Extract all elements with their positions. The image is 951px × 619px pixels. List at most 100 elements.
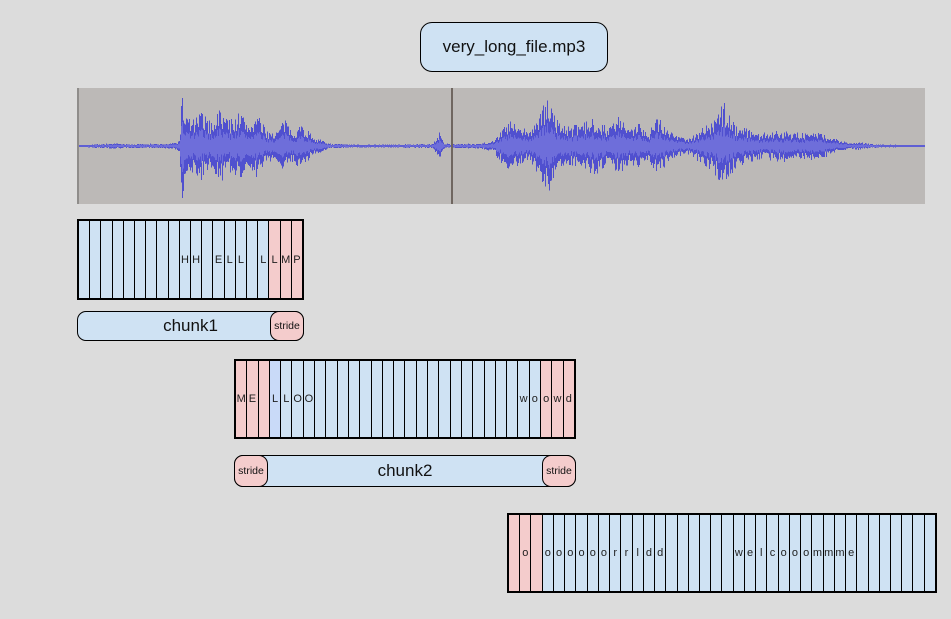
chunk-token-cell bbox=[495, 361, 508, 437]
chunk-token-cell: o bbox=[576, 515, 588, 591]
chunk-token-cell: o bbox=[529, 361, 542, 437]
chunk2-stride-left-label: stride bbox=[238, 465, 264, 477]
chunk-token-cell bbox=[101, 221, 113, 298]
chunk-token-cell bbox=[688, 515, 700, 591]
chunk2-stride-right-label: stride bbox=[546, 465, 572, 477]
clip-divider-line bbox=[451, 88, 453, 204]
stride-token-cell: P bbox=[291, 221, 303, 298]
chunk-token-cell bbox=[202, 221, 214, 298]
chunk-token-cell: o bbox=[801, 515, 813, 591]
chunk-token-cell: H bbox=[179, 221, 192, 298]
chunk-token-cell: E bbox=[213, 221, 225, 298]
chunk1-bar: chunk1 stride bbox=[77, 311, 304, 341]
chunk-token-cell: L bbox=[281, 361, 293, 437]
chunk-token-cell bbox=[371, 361, 383, 437]
chunk-token-cell: O bbox=[303, 361, 316, 437]
file-title-box: very_long_file.mp3 bbox=[420, 22, 608, 72]
waveform-plot bbox=[79, 98, 925, 198]
chunk-token-cell bbox=[382, 361, 395, 437]
chunk-token-cell bbox=[484, 361, 496, 437]
chunk-token-cell bbox=[146, 221, 158, 298]
audio-waveform bbox=[77, 88, 925, 204]
stride-token-cell bbox=[509, 515, 521, 591]
chunk2-bar: chunk2 stride stride bbox=[234, 455, 576, 487]
chunk-token-cell: e bbox=[846, 515, 858, 591]
chunk-token-cell bbox=[913, 515, 925, 591]
chunk1-bar-body: chunk1 bbox=[77, 311, 304, 341]
chunk-token-cell: o bbox=[587, 515, 599, 591]
chunk-token-cell: L bbox=[269, 361, 282, 437]
chunk-token-cell: w bbox=[518, 361, 530, 437]
chunk-token-cell: H bbox=[191, 221, 203, 298]
chunk-token-cell bbox=[416, 361, 429, 437]
chunk-token-cell bbox=[405, 361, 417, 437]
chunk-token-cell bbox=[924, 515, 935, 591]
chunk-token-cell bbox=[247, 221, 259, 298]
chunk-token-cell: o bbox=[553, 515, 566, 591]
chunk-token-cell: m bbox=[823, 515, 835, 591]
waveform-inner-path bbox=[79, 122, 925, 172]
chunk-token-cell: c bbox=[767, 515, 779, 591]
chunk-token-cell: r bbox=[610, 515, 622, 591]
chunk-token-cell bbox=[879, 515, 891, 591]
chunk-token-cell: o bbox=[542, 515, 554, 591]
chunk-token-cell: o bbox=[598, 515, 611, 591]
chunk-token-cell: e bbox=[744, 515, 757, 591]
chunk-token-cell: o bbox=[778, 515, 790, 591]
chunk-token-cell bbox=[677, 515, 689, 591]
chunk-token-cell: L bbox=[235, 221, 248, 298]
chunk-token-cell bbox=[315, 361, 327, 437]
chunk-token-cell bbox=[439, 361, 451, 437]
chunk-token-cell bbox=[722, 515, 734, 591]
chunk2-stride-right: stride bbox=[542, 455, 576, 487]
chunk-token-cell bbox=[90, 221, 102, 298]
stride-token-cell: E bbox=[247, 361, 259, 437]
chunk-token-cell bbox=[168, 221, 180, 298]
chunk-token-cell bbox=[123, 221, 136, 298]
chunk1-label: chunk1 bbox=[163, 316, 218, 335]
chunk-token-cell bbox=[890, 515, 903, 591]
chunk-token-cell bbox=[135, 221, 147, 298]
chunk-token-cell bbox=[868, 515, 880, 591]
chunk-token-cell bbox=[507, 361, 519, 437]
chunk-token-cell: l bbox=[632, 515, 644, 591]
chunk2-label: chunk2 bbox=[377, 461, 433, 480]
chunk-token-cell bbox=[902, 515, 914, 591]
chunk-token-cell bbox=[79, 221, 91, 298]
chunk-token-cell: l bbox=[756, 515, 768, 591]
stride-token-cell: L bbox=[269, 221, 281, 298]
chunk-token-cell: O bbox=[292, 361, 304, 437]
chunk-token-cell: L bbox=[224, 221, 236, 298]
chunk-token-cell: r bbox=[621, 515, 633, 591]
stride-token-cell: w bbox=[552, 361, 564, 437]
chunk-token-cell bbox=[461, 361, 474, 437]
chunk-token-cell: L bbox=[258, 221, 270, 298]
chunk-token-cell: d bbox=[655, 515, 667, 591]
stride-token-cell: o bbox=[541, 361, 553, 437]
chunk-token-cell bbox=[326, 361, 338, 437]
file-title-label: very_long_file.mp3 bbox=[442, 37, 586, 56]
stride-token-cell: M bbox=[280, 221, 292, 298]
chunk-token-cell bbox=[450, 361, 462, 437]
chunk-token-cell: m bbox=[834, 515, 847, 591]
chunk-token-cell bbox=[337, 361, 349, 437]
chunk-token-cell bbox=[360, 361, 372, 437]
stride-token-cell bbox=[531, 515, 543, 591]
stride-token-cell: M bbox=[236, 361, 248, 437]
stride-token-cell: d bbox=[563, 361, 574, 437]
chunk-token-cell bbox=[857, 515, 869, 591]
chunk-token-cell bbox=[157, 221, 169, 298]
chunk-token-cell bbox=[112, 221, 124, 298]
stride-token-cell: o bbox=[520, 515, 532, 591]
chunk1-stride-right-label: stride bbox=[274, 320, 300, 332]
chunk2-stride-left: stride bbox=[234, 455, 268, 487]
chunk-token-cell: o bbox=[789, 515, 802, 591]
chunk-token-cell bbox=[348, 361, 361, 437]
chunk-token-cell bbox=[666, 515, 678, 591]
chunk1-stride-right: stride bbox=[270, 311, 304, 341]
chunk-token-cell bbox=[428, 361, 440, 437]
